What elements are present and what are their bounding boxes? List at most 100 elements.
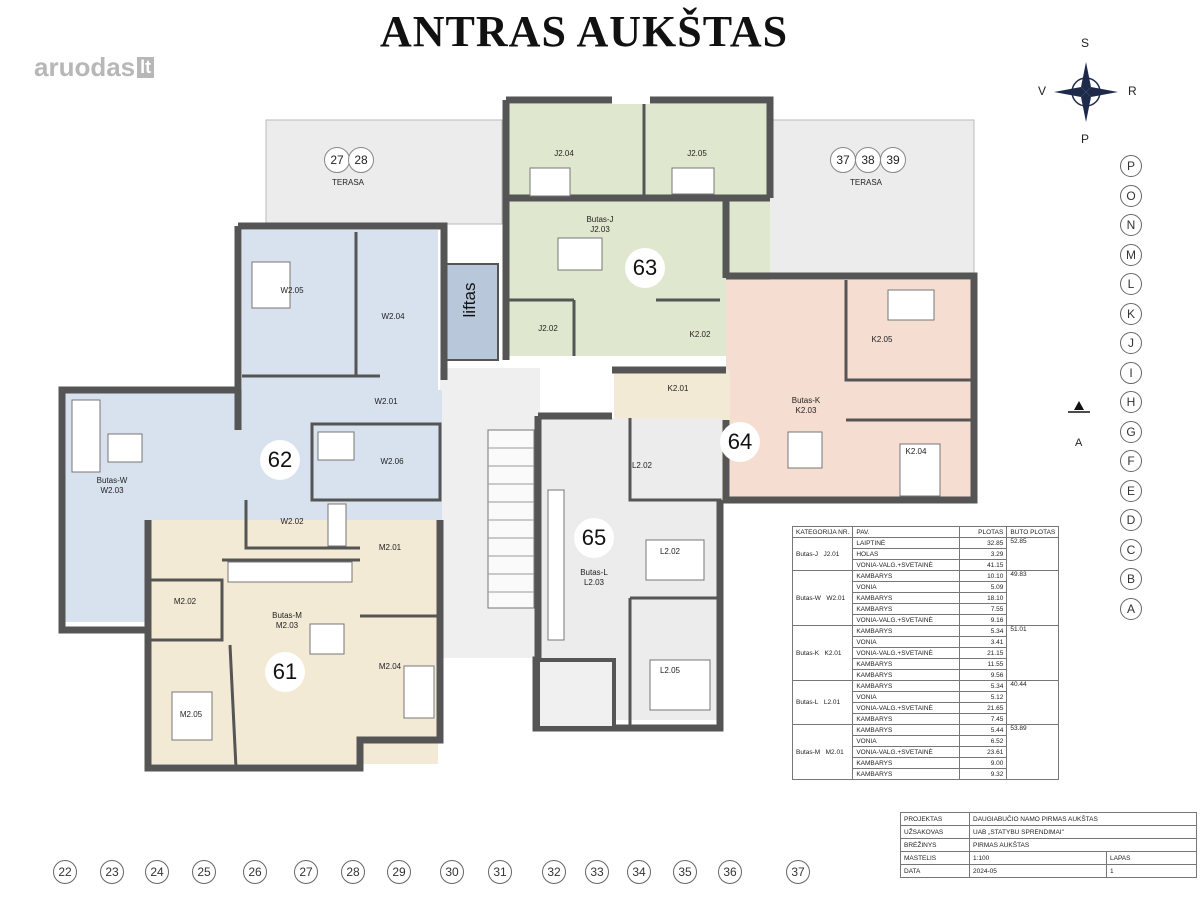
category-cell: Butas-K K2.01 xyxy=(791,625,854,681)
bath-w202 xyxy=(327,503,347,547)
elevator-label: liftas xyxy=(460,282,479,318)
terrace-number: 38 xyxy=(855,147,881,173)
wall-j xyxy=(502,96,774,360)
kitchen-m xyxy=(227,561,353,583)
grid-axis-marker: 30 xyxy=(440,860,464,884)
compass-east: R xyxy=(1128,84,1137,98)
grid-axis-marker: A xyxy=(1120,598,1142,620)
apartment-room: L2.03 xyxy=(583,578,605,587)
wall-w xyxy=(58,222,448,634)
apartment-number: 62 xyxy=(260,440,300,480)
room-label: L2.05 xyxy=(659,666,681,675)
terrace-right xyxy=(763,119,975,276)
compass-north: S xyxy=(1081,36,1090,50)
table-m xyxy=(309,623,345,655)
bed-j205 xyxy=(671,167,715,195)
compass-west: V xyxy=(1038,84,1047,98)
table-j xyxy=(557,237,603,271)
bed-k204 xyxy=(899,443,941,497)
terrace-number: 28 xyxy=(348,147,374,173)
room-label: M2.01 xyxy=(378,543,402,552)
grid-axis-marker: K xyxy=(1120,303,1142,325)
apartment-name: Butas-M xyxy=(272,611,302,620)
grid-axis-marker: 29 xyxy=(387,860,411,884)
section-arrow xyxy=(1074,401,1084,410)
room-label: K2.05 xyxy=(871,335,893,344)
grid-axis-marker: F xyxy=(1120,450,1142,472)
grid-axis-marker: 22 xyxy=(53,860,77,884)
apartment-number: 63 xyxy=(625,248,665,288)
table-header: PAV. xyxy=(852,526,961,538)
room-label: L2.02 xyxy=(631,461,653,470)
terrace-number: 27 xyxy=(324,147,350,173)
grid-axis-marker: D xyxy=(1120,509,1142,531)
apartment-name: Butas-W xyxy=(96,476,128,485)
terrace-label: TERASA xyxy=(849,178,883,187)
wall-inner-3 xyxy=(628,280,972,728)
grid-axis-marker: L xyxy=(1120,273,1142,295)
terrace-number: 37 xyxy=(830,147,856,173)
category-cell: Butas-M M2.01 xyxy=(791,724,854,780)
section-marker-label: A xyxy=(1075,437,1083,449)
room-label: J2.04 xyxy=(554,149,574,158)
compass-south: P xyxy=(1081,132,1090,146)
apartment-number: 65 xyxy=(574,518,614,558)
grid-axis-marker: 24 xyxy=(145,860,169,884)
terrace-left xyxy=(265,119,503,225)
sofa-w203 xyxy=(71,399,101,473)
apartment-room: W2.03 xyxy=(100,486,124,495)
apartment-room: J2.03 xyxy=(590,225,610,234)
apartment-w-area3 xyxy=(62,530,150,622)
bed-w205 xyxy=(251,261,291,309)
sofa-l xyxy=(547,489,565,641)
grid-axis-marker: C xyxy=(1120,539,1142,561)
room-label: M2.04 xyxy=(378,662,402,671)
category-cell: Butas-W W2.01 xyxy=(791,570,854,626)
room-label: K2.04 xyxy=(905,447,927,456)
wall-inner-2 xyxy=(150,500,440,769)
room-label: M2.02 xyxy=(173,597,197,606)
grid-axis-marker: 23 xyxy=(100,860,124,884)
room-label: K2.01 xyxy=(667,384,689,393)
wall-inner-1 xyxy=(242,104,720,502)
grid-axis-marker: H xyxy=(1120,391,1142,413)
apartment-w-area2 xyxy=(62,390,442,540)
room-label: J2.05 xyxy=(687,149,707,158)
page-title: ANTRAS AUKŠTAS xyxy=(380,7,789,56)
grid-axis-marker: M xyxy=(1120,244,1142,266)
compass-rose xyxy=(1054,62,1118,122)
room-label: W2.05 xyxy=(280,286,304,295)
table-header: KATEGORIJA NR. xyxy=(791,526,854,538)
apartment-room: K2.03 xyxy=(795,406,817,415)
room-label: W2.04 xyxy=(381,312,405,321)
bed-m205 xyxy=(171,691,213,741)
terrace-number: 39 xyxy=(880,147,906,173)
table-header: PLOTAS xyxy=(959,526,1008,538)
room-label: W2.06 xyxy=(380,457,404,466)
room-label: L2.02 xyxy=(659,547,681,556)
apartment-name: Butas-L xyxy=(580,568,608,577)
grid-axis-marker: 32 xyxy=(542,860,566,884)
grid-axis-marker: 26 xyxy=(243,860,267,884)
bed-l205 xyxy=(649,659,711,711)
wall-m xyxy=(144,520,444,772)
grid-axis-marker: 34 xyxy=(627,860,651,884)
category-cell: Butas-L L2.01 xyxy=(791,680,854,725)
bed-l202 xyxy=(645,539,705,581)
terrace-label: TERASA xyxy=(331,178,365,187)
room-label: W2.01 xyxy=(374,397,398,406)
